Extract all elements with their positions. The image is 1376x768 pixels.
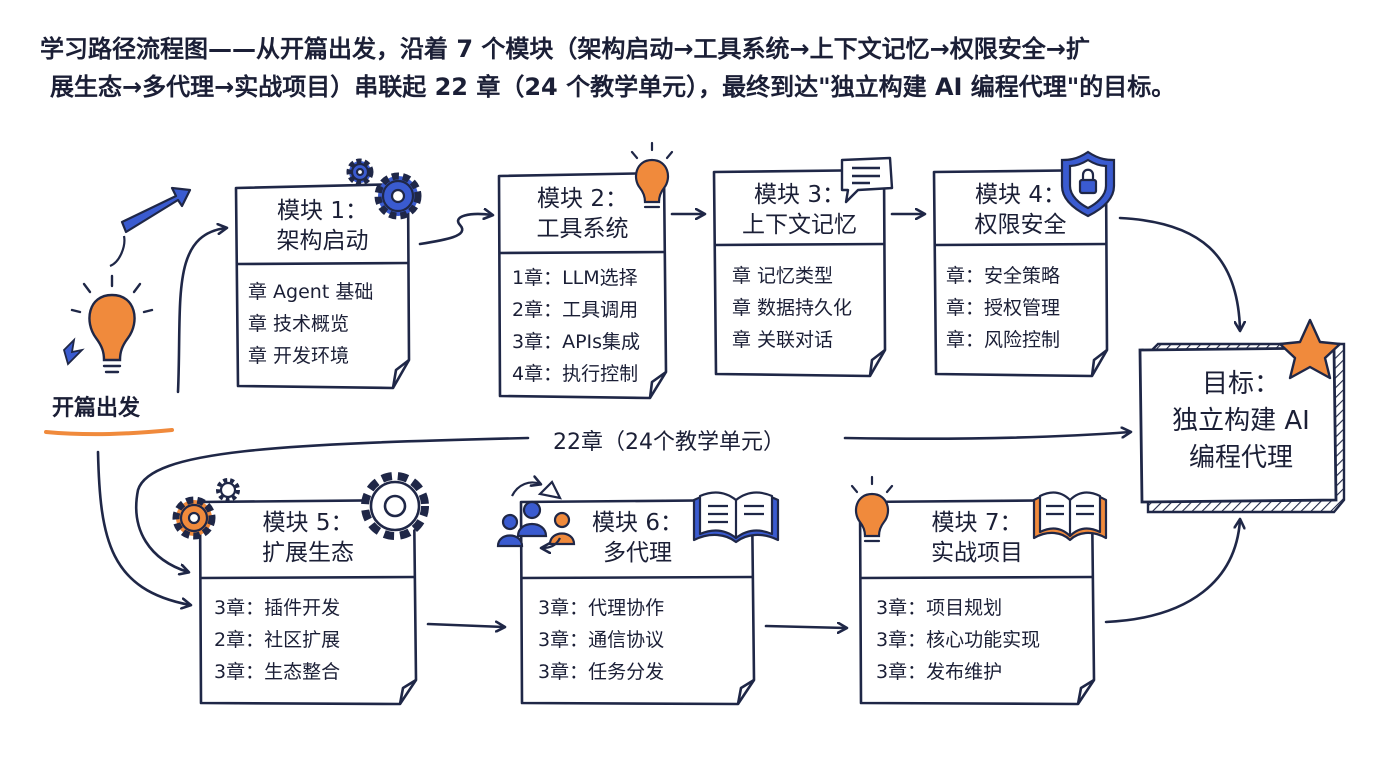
- book-icon: [692, 491, 780, 544]
- module-4-title: 模块 4： 权限安全: [934, 180, 1107, 240]
- module-title-name: 实战项目: [931, 540, 1023, 566]
- chapter-item: 3章：插件开发: [214, 597, 341, 619]
- module-3-title: 模块 3： 上下文记忆: [714, 180, 885, 240]
- lightbulb-icon: [630, 141, 674, 209]
- chapter-item: 章 记忆类型: [732, 265, 834, 287]
- chapter-item: 章 技术概览: [248, 313, 350, 335]
- spark-icon: [62, 337, 85, 366]
- chapter-item: 3章：核心功能实现: [876, 629, 1041, 651]
- module-title-name: 工具系统: [536, 216, 629, 242]
- module-7-title: 模块 7： 实战项目: [860, 508, 1094, 568]
- arrow-total-to-m5: [135, 436, 530, 572]
- chapter-item: 章 开发环境: [248, 345, 350, 367]
- diagram-caption: 学习路径流程图——从开篇出发，沿着 7 个模块（架构启动→工具系统→上下文记忆→…: [40, 30, 1340, 106]
- speech-bubble-icon: [840, 156, 894, 204]
- module-title-name: 架构启动: [276, 228, 369, 254]
- chapter-item: 章：安全策略: [946, 265, 1061, 287]
- module-2-chapters: 1章：LLM选择 2章：工具调用 3章：APIs集成 4章：执行控制: [512, 262, 640, 390]
- arrow-start-to-m5: [96, 450, 190, 605]
- module-6-title: 模块 6： 多代理: [521, 508, 754, 568]
- module-1-title: 模块 1： 架构启动: [236, 196, 409, 256]
- module-title-name: 权限安全: [974, 212, 1067, 238]
- module-2-title: 模块 2： 工具系统: [499, 184, 666, 244]
- chapter-item: 章 关联对话: [732, 329, 834, 351]
- module-title-number: 模块 6：: [592, 510, 683, 536]
- start-label: 开篇出发: [52, 396, 141, 421]
- goal-line-1: 目标：: [1201, 369, 1280, 399]
- module-title-name: 多代理: [603, 540, 672, 566]
- module-title-number: 模块 3：: [754, 182, 845, 208]
- chapter-item: 1章：LLM选择: [512, 267, 638, 289]
- module-title-name: 扩展生态: [262, 540, 354, 566]
- chapter-item: 3章：生态整合: [214, 661, 341, 683]
- chapter-item: 3章：发布维护: [876, 661, 1003, 683]
- module-6-chapters: 3章：代理协作 3章：通信协议 3章：任务分发: [538, 592, 664, 688]
- module-5-chapters: 3章：插件开发 2章：社区扩展 3章：生态整合: [214, 592, 340, 688]
- gear-icon: [346, 158, 422, 220]
- arrow-total-to-goal: [843, 432, 1130, 441]
- people-icon: [496, 482, 576, 548]
- arrow-m4-to-goal: [1118, 216, 1240, 330]
- module-4-chapters: 章：安全策略 章：授权管理 章：风险控制: [946, 260, 1060, 356]
- module-card-5: [198, 498, 418, 706]
- module-title-name: 上下文记忆: [742, 212, 857, 238]
- chapter-item: 3章：通信协议: [538, 629, 665, 651]
- module-5-title: 模块 5： 扩展生态: [200, 508, 416, 568]
- chapter-item: 3章：代理协作: [538, 597, 665, 619]
- flow-arrows: [96, 214, 1240, 628]
- total-chapters-label: 22章（24个教学单元）: [547, 424, 791, 456]
- goal-line-2: 独立构建 AI: [1172, 406, 1310, 436]
- chapter-item: 3章：APIs集成: [512, 331, 641, 353]
- chapter-item: 3章：项目规划: [876, 597, 1003, 619]
- module-title-number: 模块 5：: [262, 510, 354, 536]
- module-3-chapters: 章 记忆类型 章 数据持久化 章 关联对话: [732, 260, 852, 356]
- caption-line-1: 学习路径流程图——从开篇出发，沿着 7 个模块（架构启动→工具系统→上下文记忆→…: [40, 35, 1090, 63]
- star-icon: [1278, 318, 1342, 380]
- module-title-number: 模块 1：: [277, 198, 368, 224]
- chapter-item: 章 Agent 基础: [248, 281, 374, 303]
- lightbulb-icon: [70, 274, 154, 374]
- chapter-item: 4章：执行控制: [512, 363, 639, 385]
- start-underline: [44, 428, 174, 437]
- goal-card: [1138, 342, 1346, 514]
- module-1-chapters: 章 Agent 基础 章 技术概览 章 开发环境: [248, 276, 373, 372]
- arrow-m1-to-m2: [418, 214, 492, 246]
- goal-line-3: 编程代理: [1188, 443, 1293, 473]
- chapter-item: 2章：社区扩展: [214, 629, 341, 651]
- module-card-1: [234, 182, 411, 390]
- chapter-item: 章：风险控制: [946, 329, 1061, 351]
- book-icon: [1032, 491, 1108, 542]
- chapter-item: 章 数据持久化: [732, 297, 853, 319]
- module-title-number: 模块 4：: [975, 182, 1066, 208]
- module-7-chapters: 3章：项目规划 3章：核心功能实现 3章：发布维护: [876, 592, 1040, 688]
- chapter-item: 3章：任务分发: [538, 661, 665, 683]
- arrow-m6-to-m7: [764, 626, 846, 628]
- module-card-4: [932, 168, 1109, 378]
- arrow-icon: [109, 186, 192, 268]
- chapter-item: 2章：工具调用: [512, 299, 639, 321]
- arrow-m7-to-goal: [1104, 520, 1240, 624]
- goal-text: 目标： 独立构建 AI 编程代理: [1152, 366, 1330, 477]
- shield-lock-icon: [1060, 150, 1116, 218]
- arrow-start-to-m1: [176, 228, 226, 394]
- arrow-m5-to-m6: [426, 624, 504, 627]
- chapter-item: 章：授权管理: [946, 297, 1061, 319]
- lightbulb-icon: [850, 475, 894, 543]
- module-title-number: 模块 7：: [931, 510, 1023, 536]
- gear-icon: [172, 472, 429, 540]
- module-title-number: 模块 2：: [537, 186, 628, 212]
- caption-line-2: 展生态→多代理→实战项目）串联起 22 章（24 个教学单元），最终到达"独立构…: [50, 73, 1176, 101]
